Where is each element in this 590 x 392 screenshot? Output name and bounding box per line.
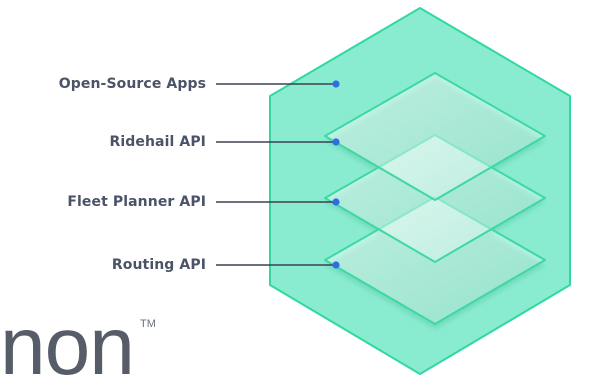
label-routing-api: Routing API bbox=[111, 257, 206, 273]
dot-routing bbox=[332, 261, 340, 269]
logo-text: non bbox=[0, 301, 135, 392]
trademark-symbol: TM bbox=[140, 318, 156, 330]
dot-fleet-planner bbox=[332, 198, 340, 206]
dot-open-source bbox=[332, 80, 340, 88]
dot-ridehail bbox=[332, 138, 340, 146]
diagram-stage: Open-Source Apps Ridehail API Fleet Plan… bbox=[0, 7, 571, 388]
label-open-source-apps: Open-Source Apps bbox=[58, 76, 206, 92]
label-fleet-planner-api: Fleet Planner API bbox=[67, 194, 206, 210]
ridehail-layer bbox=[324, 72, 546, 201]
stack-diagram bbox=[216, 7, 571, 375]
label-ridehail-api: Ridehail API bbox=[109, 134, 206, 150]
